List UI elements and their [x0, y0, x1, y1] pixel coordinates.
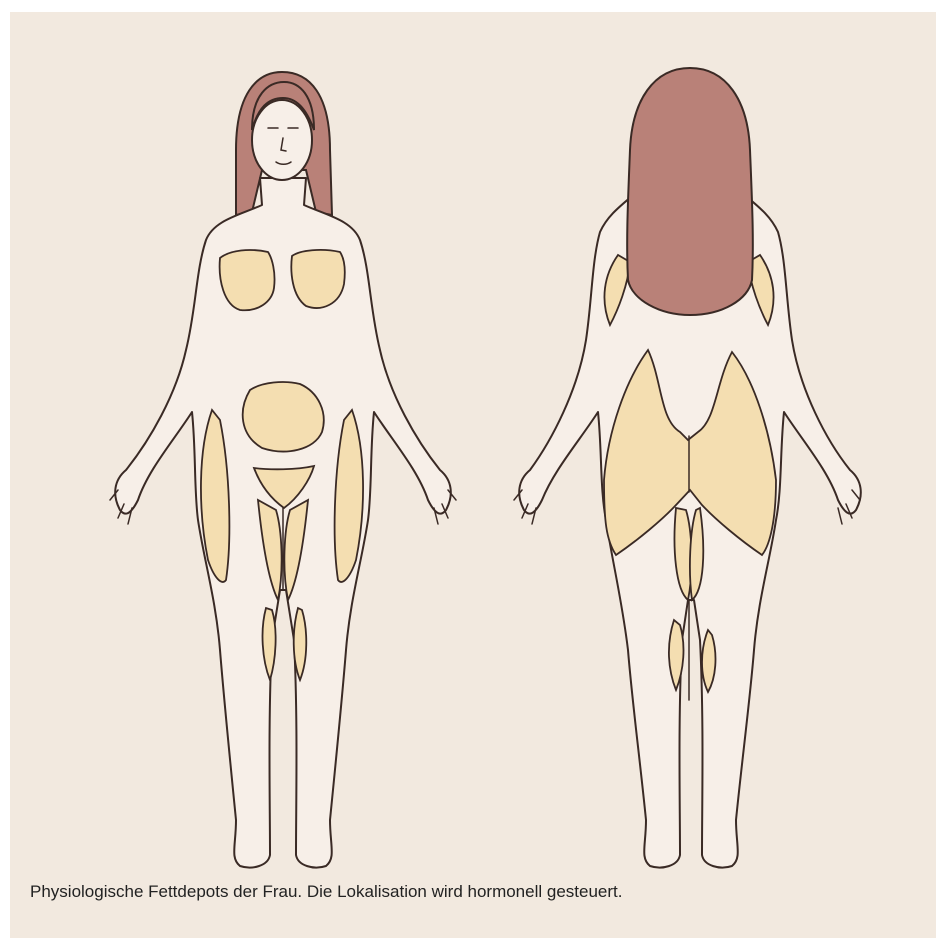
back-hair: [627, 68, 753, 315]
front-view: [110, 72, 456, 868]
figure-caption: Physiologische Fettdepots der Frau. Die …: [30, 882, 622, 902]
front-fat-right-breast: [291, 250, 344, 308]
back-view: [514, 68, 861, 868]
front-fat-abdomen: [243, 382, 324, 451]
front-fat-left-breast: [220, 250, 275, 310]
